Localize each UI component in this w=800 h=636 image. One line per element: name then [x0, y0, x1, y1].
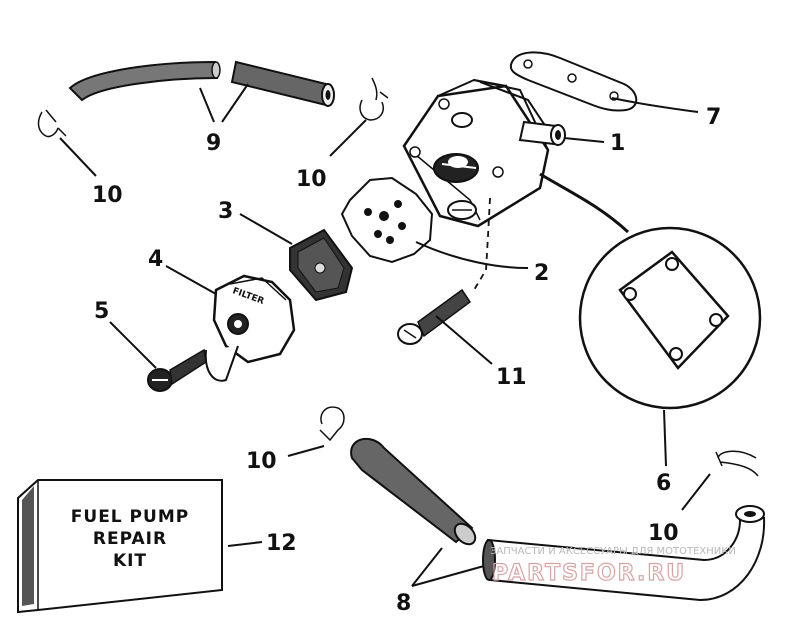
hose-part-8 — [350, 438, 766, 602]
hose-part-9 — [68, 60, 335, 107]
leader-lines — [59, 83, 711, 587]
filter-cover-part-4: FILTER — [204, 274, 296, 382]
detail-view-part-6 — [578, 226, 762, 410]
diaphragm-part-2 — [340, 176, 434, 264]
callout-10-right: 10 — [648, 521, 679, 546]
screw-part-11 — [397, 288, 472, 345]
screw-part-5 — [147, 348, 207, 392]
callout-5: 5 — [94, 299, 109, 324]
clip-part-10-mid — [319, 406, 345, 442]
callout-10-top: 10 — [296, 167, 327, 192]
callout-2: 2 — [534, 261, 549, 286]
callout-10-mid: 10 — [246, 449, 277, 474]
clip-part-10-top — [359, 77, 389, 121]
callout-3: 3 — [218, 199, 233, 224]
watermark-line-1: ЗАПЧАСТИ И АКСЕССУАРЫ ДЛЯ МОТОТЕХНИКИ — [490, 546, 736, 557]
clip-part-10-right — [715, 450, 759, 477]
assembly-line-11 — [473, 197, 491, 291]
repair-kit-part-12: FUEL PUMP REPAIR KIT — [17, 479, 223, 614]
watermark-line-2: PARTSFOR.RU — [492, 561, 686, 586]
kit-line-1: FUEL PUMP — [71, 507, 189, 527]
callout-6: 6 — [656, 471, 671, 496]
kit-line-3: KIT — [113, 551, 147, 571]
callout-10-left: 10 — [92, 183, 123, 208]
clip-part-10-left — [37, 109, 67, 138]
callout-1: 1 — [610, 131, 625, 156]
callout-9: 9 — [206, 131, 221, 156]
callout-4: 4 — [148, 247, 163, 272]
filter-gasket-part-3 — [289, 228, 354, 302]
callout-8: 8 — [396, 591, 411, 616]
fuel-pump-part-1 — [402, 78, 630, 234]
callout-12: 12 — [266, 531, 297, 556]
callout-7: 7 — [706, 105, 721, 130]
callout-11: 11 — [496, 365, 527, 390]
kit-line-2: REPAIR — [93, 529, 167, 549]
